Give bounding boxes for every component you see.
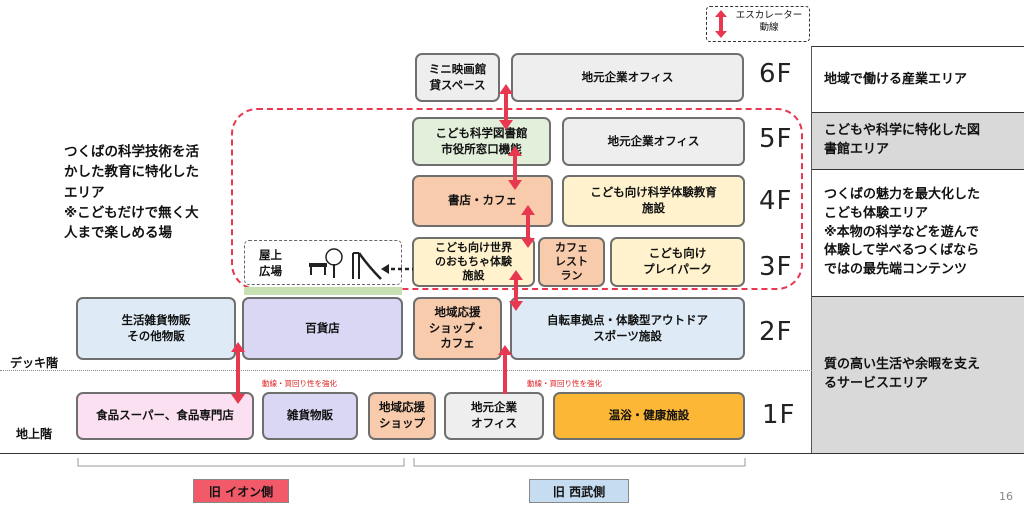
escalator-1f-2f-right: [498, 345, 512, 394]
floor-label-3f: 3F: [759, 252, 793, 282]
escalator-legend: エスカレーター 動線: [706, 6, 810, 42]
separator-ground: [0, 453, 1024, 454]
rooftop-arrow-icon: [381, 264, 413, 274]
side-desc-12f: 質の高い生活や余暇を支え るサービスエリア: [824, 357, 981, 391]
separator-6f-5f: [812, 112, 1024, 113]
department-store-box: 百貨店: [242, 297, 403, 360]
escalator-legend-label: エスカレーター 動線: [735, 10, 803, 34]
cafe-restaurant-box: カフェ レスト ラン: [538, 237, 605, 287]
side-desc-5f: こどもや科学に特化した図 書館エリア: [824, 123, 981, 157]
left-callout: つくばの科学技術を活 かした教育に特化した エリア ※こどもだけで無く大 人まで…: [64, 144, 199, 241]
kids-library-box: こども科学図書館 市役所窓口機能: [412, 117, 551, 166]
floor-label-4f: 4F: [759, 186, 793, 216]
toy-museum-box: こども向け世界 のおもちゃ体験 施設: [412, 237, 535, 287]
office-5f-box: 地元企業オフィス: [562, 117, 745, 166]
note-right: 動線・買回り性を強化: [527, 379, 602, 388]
escalator-5f-4f: [508, 146, 522, 190]
escalator-4f-3f: [521, 205, 535, 248]
hot-spring-box: 温浴・健康施設: [553, 392, 745, 440]
aeon-side-label: 旧 イオン側: [193, 479, 289, 503]
office-6f-box: 地元企業オフィス: [511, 53, 744, 102]
rooftop-strip: [244, 287, 402, 295]
page-number: 16: [999, 490, 1013, 503]
ground-level-label: 地上階: [16, 427, 53, 441]
floor-label-2f: 2F: [759, 317, 793, 347]
side-band-5f: [812, 113, 1024, 169]
seibu-bracket: [413, 458, 746, 467]
side-desc-6f: 地域で働ける産業エリア: [824, 71, 968, 87]
slide-icon: [352, 252, 382, 280]
side-divider: [811, 46, 812, 454]
separator-3f-2f: [812, 296, 1024, 297]
deck-line: [0, 370, 812, 371]
local-shop-cafe-box: 地域応援 ショップ・ カフェ: [413, 297, 502, 360]
floor-label-5f: 5F: [759, 124, 793, 154]
bookstore-cafe-box: 書店・カフェ: [412, 175, 553, 227]
escalator-6f-5f: [499, 84, 513, 130]
bench-icon: [309, 263, 327, 275]
household-goods-box: 生活雑貨物販 その他物販: [76, 297, 236, 360]
side-band-12f: [812, 297, 1024, 453]
aeon-bracket: [77, 458, 405, 467]
seibu-side-label: 旧 西武側: [529, 479, 629, 503]
rooftop-label: 屋上 広場: [259, 248, 282, 279]
tree-icon: [325, 248, 343, 278]
floor-label-6f: 6F: [759, 59, 793, 89]
escalator-2f-1f-left: [231, 342, 245, 404]
escalator-legend-icon: [715, 10, 727, 38]
floor-label-1f: 1F: [762, 400, 796, 430]
separator-5f-4f: [812, 169, 1024, 170]
office-1f-box: 地元企業 オフィス: [444, 392, 544, 440]
kids-science-box: こども向け科学体験教育 施設: [562, 175, 745, 227]
general-goods-box: 雑貨物販: [262, 392, 358, 440]
note-left: 動線・買回り性を強化: [262, 379, 337, 388]
local-shop-box: 地域応援 ショップ: [368, 392, 436, 440]
side-desc-34f: つくばの魅力を最大化した こども体験エリア ※本物の科学などを遊んで 体験して学…: [824, 186, 981, 278]
separator-6f-top: [812, 46, 1024, 47]
food-supermarket-box: 食品スーパー、食品専門店: [76, 392, 254, 440]
mini-cinema-box: ミニ映画館 貸スペース: [415, 53, 500, 102]
bicycle-outdoor-box: 自転車拠点・体験型アウトドア スポーツ施設: [510, 297, 745, 360]
deck-level-label: デッキ階: [10, 356, 59, 370]
kids-playpark-box: こども向け プレイパーク: [610, 237, 745, 287]
escalator-3f-2f: [509, 270, 523, 311]
rooftop-plaza: 屋上 広場: [244, 240, 402, 285]
